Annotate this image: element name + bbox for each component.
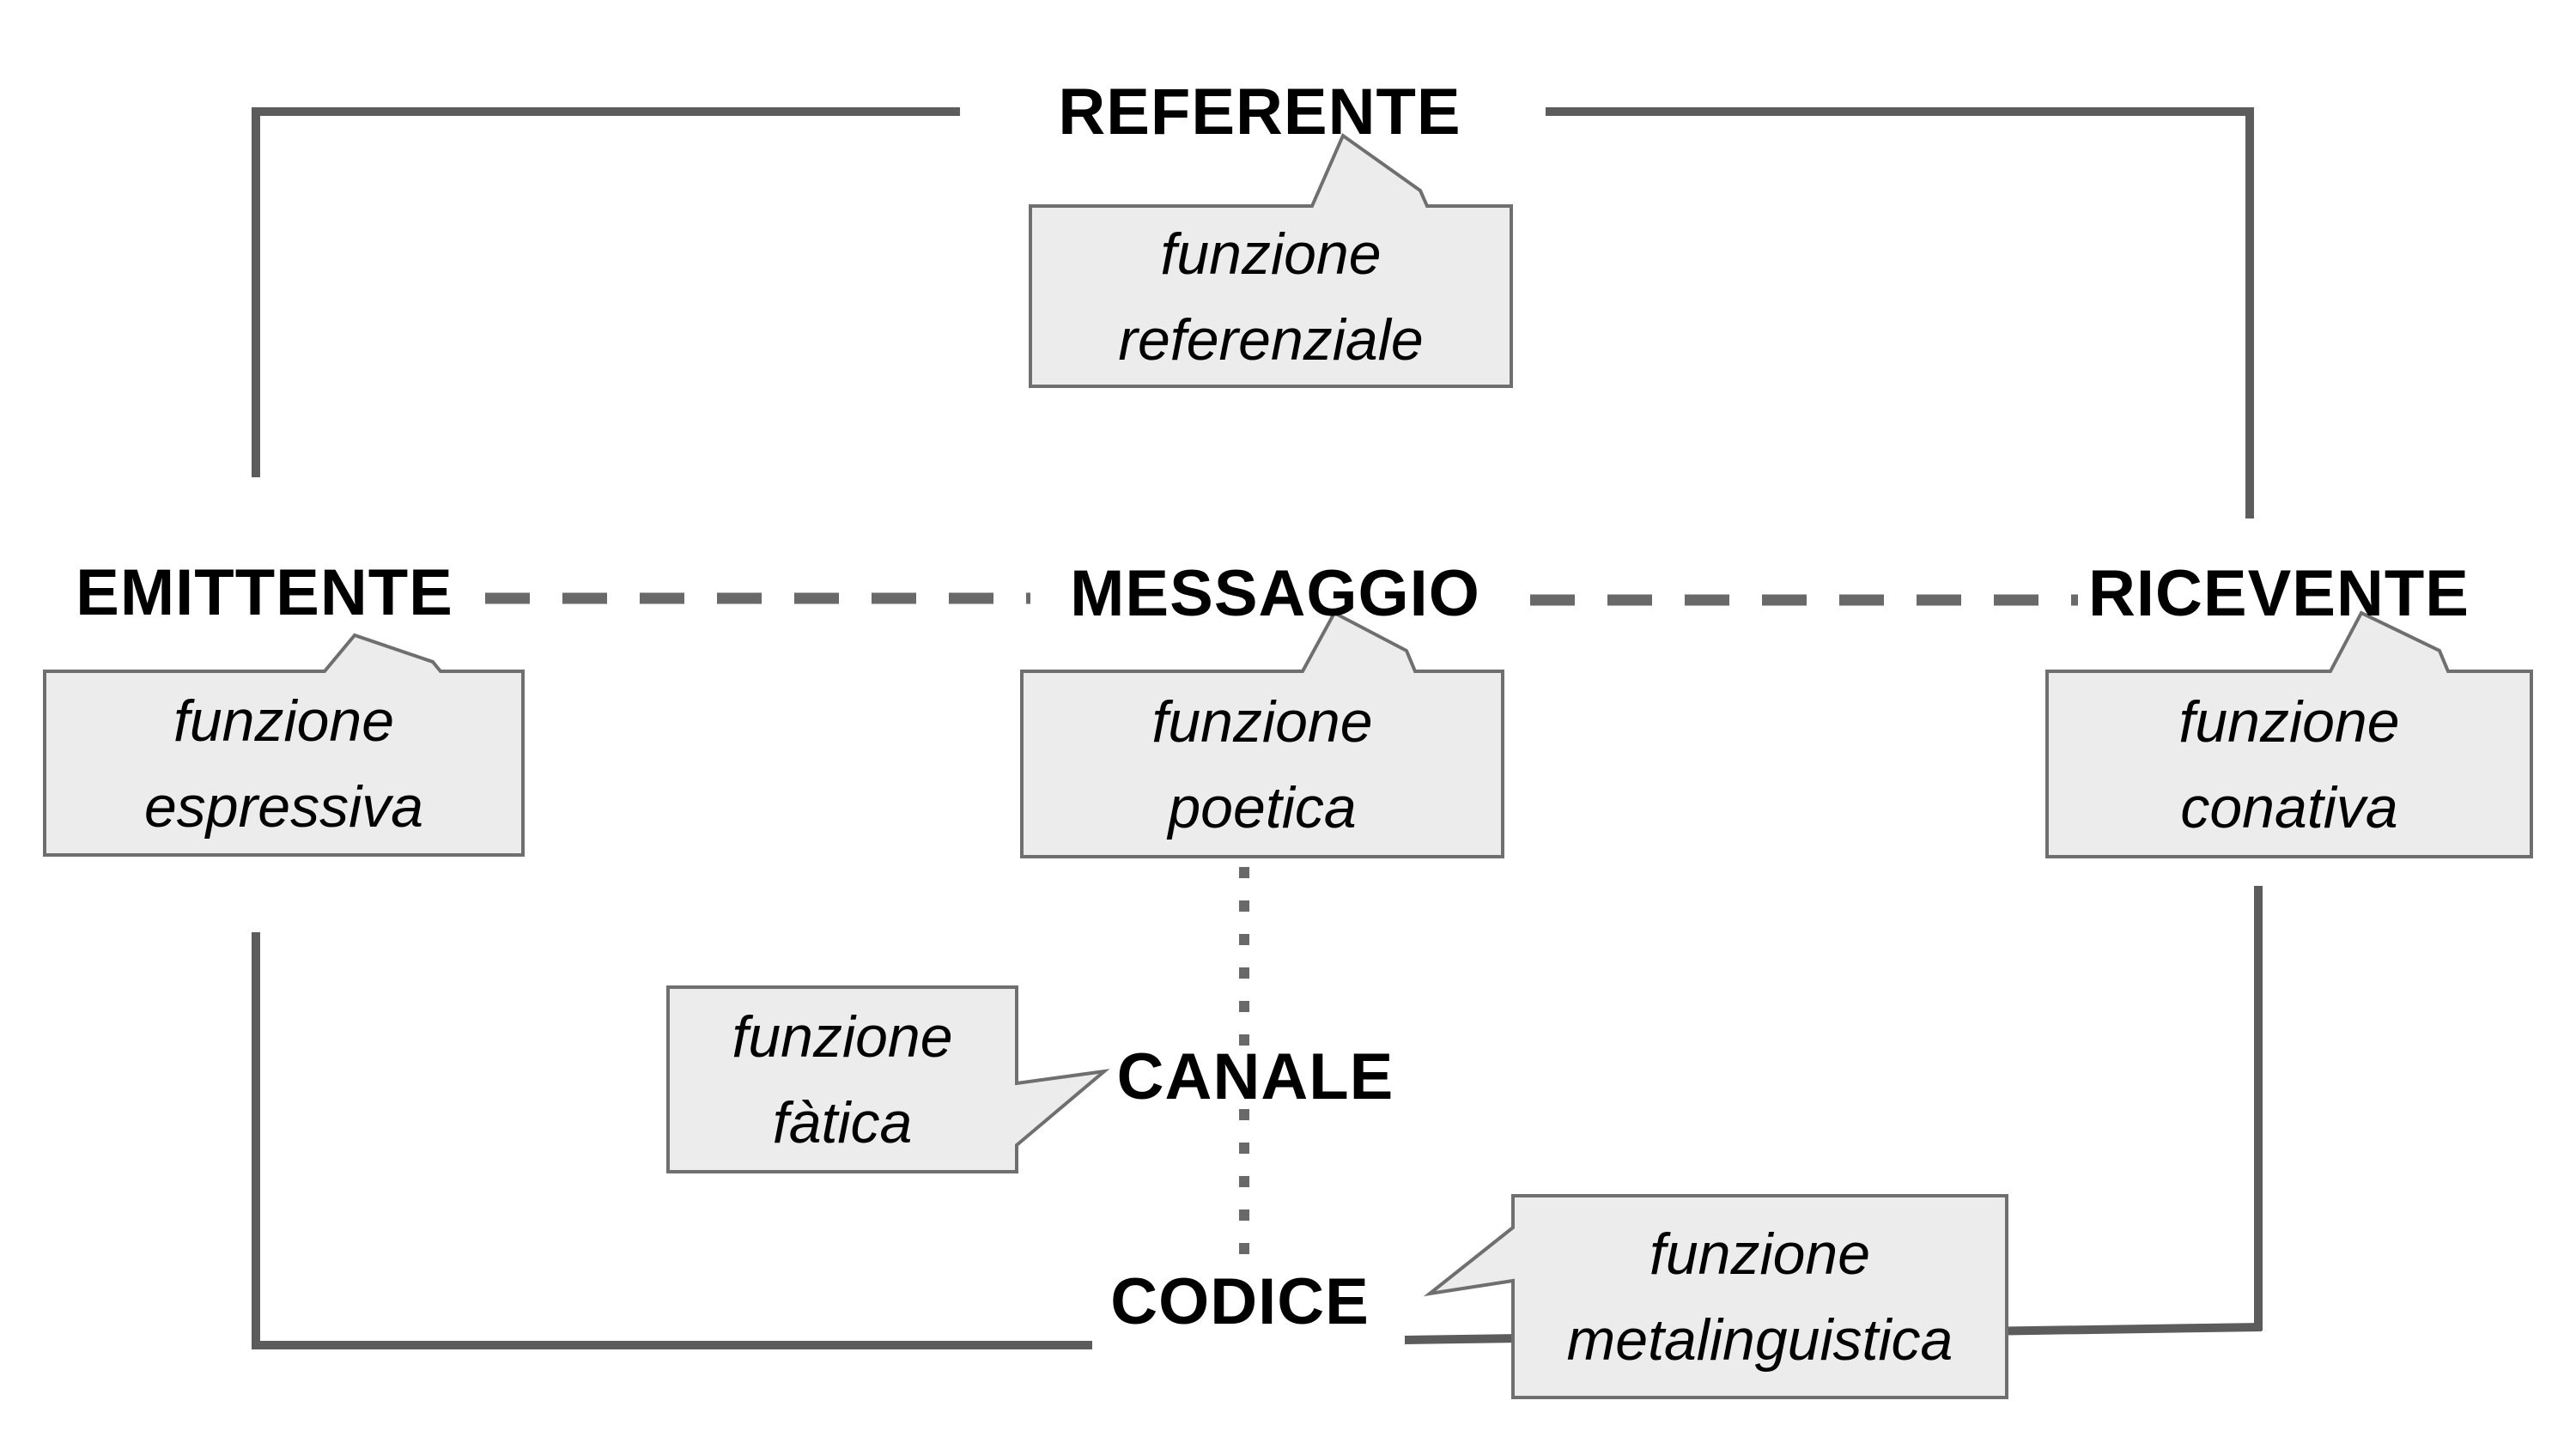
node-ricevente: RICEVENTE xyxy=(2088,557,2470,630)
node-referente: REFERENTE xyxy=(1058,76,1461,149)
callout-espressiva-line1: funzione xyxy=(173,688,395,754)
callout-espressiva: funzione espressiva xyxy=(45,675,523,853)
callout-shape-conativa xyxy=(2045,610,2533,858)
callout-conativa: funzione conativa xyxy=(2047,675,2531,855)
node-codice: CODICE xyxy=(1110,1265,1370,1338)
callout-conativa-line2: conativa xyxy=(2180,775,2398,840)
node-emittente: EMITTENTE xyxy=(76,556,453,629)
callout-referenziale-line2: referenziale xyxy=(1118,307,1424,373)
callout-conativa-line1: funzione xyxy=(2178,689,2400,755)
node-canale: CANALE xyxy=(1116,1040,1394,1113)
callout-espressiva-line2: espressiva xyxy=(143,774,424,840)
callout-shape-referenziale xyxy=(1029,132,1513,388)
callout-metalinguistica: funzione metalinguistica xyxy=(1513,1197,2007,1396)
callout-metalinguistica-line1: funzione xyxy=(1649,1221,1871,1287)
callout-fatica-line1: funzione xyxy=(732,1003,953,1070)
callout-fatica-line2: fàtica xyxy=(772,1089,913,1155)
callout-poetica-line2: poetica xyxy=(1168,775,1357,840)
callout-fatica: funzione fàtica xyxy=(668,989,1017,1170)
callout-metalinguistica-line2: metalinguistica xyxy=(1566,1307,1953,1373)
callout-poetica: funzione poetica xyxy=(1022,675,1503,855)
callout-shape-espressiva xyxy=(43,633,525,857)
callout-poetica-line1: funzione xyxy=(1151,689,1373,755)
node-messaggio: MESSAGGIO xyxy=(1070,557,1480,630)
callout-referenziale-line1: funzione xyxy=(1160,221,1382,287)
callout-shape-fatica xyxy=(666,985,1110,1173)
callout-shape-poetica xyxy=(1020,610,1504,858)
callout-shape-metalinguistica xyxy=(1423,1194,2008,1399)
callout-referenziale: funzione referenziale xyxy=(1030,209,1511,385)
